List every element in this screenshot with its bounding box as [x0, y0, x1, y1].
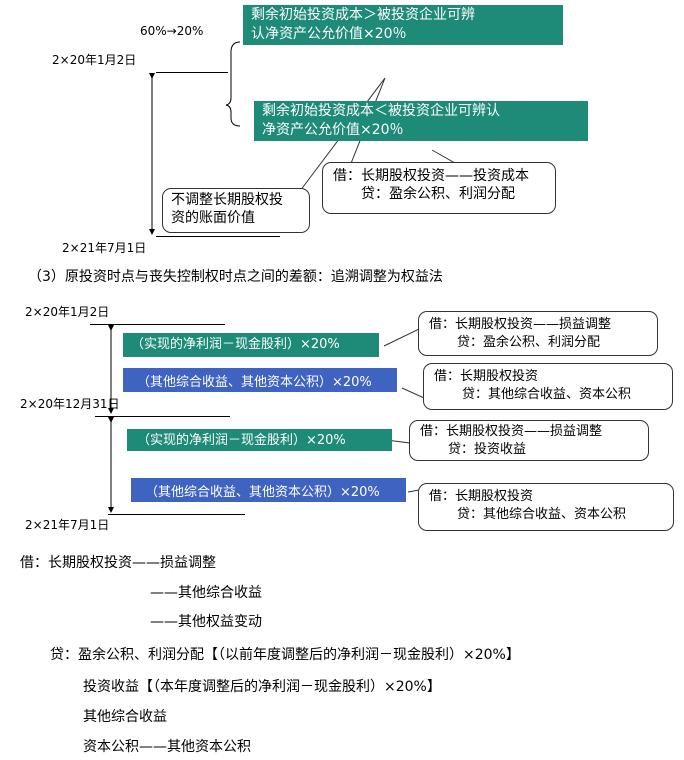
text: 资的账面价值: [171, 210, 255, 226]
credit: 贷：其他综合收益、资本公积: [457, 507, 627, 522]
entry-callout: 借：长期股权投资——投资成本 贷：盈余公积、利润分配: [322, 162, 556, 214]
debit: 借：长期股权投资——损益调整: [420, 424, 603, 439]
debit: 借：长期股权投资——损益调整: [429, 317, 612, 332]
debit: 借：长期股权投资——投资成本: [333, 168, 529, 184]
text: 认净资产公允价值×20％: [251, 26, 407, 42]
text: 剩余初始投资成本＜被投资企业可辨认: [262, 103, 500, 119]
case-greater-box: 剩余初始投资成本＞被投资企业可辨 认净资产公允价值×20％: [243, 5, 563, 45]
date-line: [156, 236, 280, 237]
no-adjust-callout: 不调整长期股权投 资的账面价值: [162, 188, 310, 233]
text: 净资产公允价值×20％: [262, 122, 404, 138]
callout-3: 借：长期股权投资——损益调整 贷：投资收益: [409, 420, 649, 461]
date-line: [90, 324, 225, 325]
entry-line: 资本公积——其他资本公积: [83, 739, 251, 755]
credit: 贷：投资收益: [448, 442, 527, 457]
credit: 贷：盈余公积、利润分配: [457, 335, 601, 350]
date-line: [95, 416, 230, 417]
entry-line: 借：长期股权投资——损益调整: [20, 555, 216, 571]
text: 剩余初始投资成本＞被投资企业可辨: [251, 7, 475, 23]
oci-box-2: （其他综合收益、其他资本公积）×20%: [131, 478, 406, 502]
text: 不调整长期股权投: [171, 192, 283, 208]
callout-1: 借：长期股权投资——损益调整 贷：盈余公积、利润分配: [418, 311, 658, 356]
debit: 借：长期股权投资: [434, 369, 539, 384]
credit: 贷：盈余公积、利润分配: [361, 186, 515, 202]
date1: 2×20年1月2日: [25, 305, 110, 319]
entry-line: 其他综合收益: [83, 709, 167, 725]
brace: [225, 41, 241, 127]
entry-line: 贷：盈余公积、利润分配【（以前年度调整后的净利润－现金股利）×20%】: [50, 647, 520, 663]
ratio-label: 60%→20%: [140, 24, 204, 38]
callout-4: 借：长期股权投资 贷：其他综合收益、资本公积: [418, 483, 674, 531]
profit-box-2: （实现的净利润－现金股利）×20%: [127, 429, 392, 451]
entry-line: 投资收益【（本年度调整后的净利润－现金股利）×20%】: [83, 679, 441, 695]
debit: 借：长期股权投资: [429, 489, 534, 504]
case-less-box: 剩余初始投资成本＜被投资企业可辨认 净资产公允价值×20％: [254, 101, 588, 141]
date2: 2×20年12月31日: [20, 397, 120, 411]
date-end: 2×21年7月1日: [62, 241, 147, 255]
entry-line: ——其他综合收益: [150, 585, 262, 601]
date3: 2×21年7月1日: [25, 518, 110, 532]
oci-box-1: （其他综合收益、其他资本公积）×20%: [123, 368, 397, 392]
callout-2: 借：长期股权投资 贷：其他综合收益、资本公积: [423, 363, 673, 410]
profit-box-1: （实现的净利润－现金股利）×20%: [123, 333, 379, 357]
date-start: 2×20年1月2日: [52, 53, 137, 67]
entry-line: ——其他权益变动: [150, 614, 262, 630]
date-line: [156, 72, 228, 73]
credit: 贷：其他综合收益、资本公积: [462, 387, 632, 402]
date-line: [108, 514, 245, 515]
section-heading: （3）原投资时点与丧失控制权时点之间的差额：追溯调整为权益法: [28, 269, 443, 285]
